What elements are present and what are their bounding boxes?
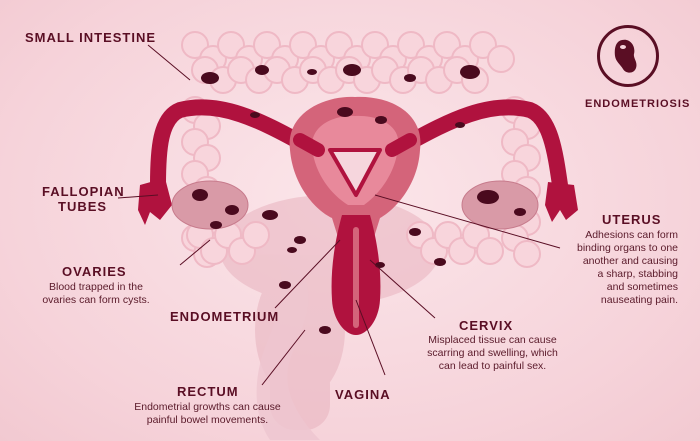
lesion <box>307 69 317 75</box>
lesion <box>262 210 278 220</box>
leader-lines <box>117 44 561 386</box>
lesion <box>287 247 297 253</box>
tube-connectors <box>293 133 417 157</box>
intestine-loop <box>487 45 515 73</box>
endometrium-cavity <box>328 148 382 197</box>
lesion <box>279 281 291 289</box>
lesion <box>455 122 465 128</box>
lesion <box>210 221 222 229</box>
lesion <box>192 189 208 201</box>
lesion <box>460 65 480 79</box>
intestine-loop <box>242 221 270 249</box>
small-intestine-label: SMALL INTESTINE <box>25 30 157 45</box>
lesion <box>409 228 421 236</box>
rectum-label: RECTUM <box>177 384 239 399</box>
lesion <box>477 190 499 204</box>
lesion-icon <box>614 39 637 73</box>
ovaries-description: Blood trapped in the ovaries can form cy… <box>42 281 150 306</box>
rectum-shape <box>256 270 320 440</box>
fallopian-tubes-label-line2: TUBES <box>58 199 108 214</box>
endometriosis-label: ENDOMETRIOSIS <box>585 98 691 110</box>
uterus-description: Adhesions can form binding organs to one… <box>577 229 678 306</box>
lesion <box>225 205 239 215</box>
endometrium-label: ENDOMETRIUM <box>170 309 280 324</box>
lesion <box>201 72 219 84</box>
lesion <box>404 74 416 82</box>
lesion <box>343 64 361 76</box>
fimbriae <box>138 178 578 225</box>
lesion <box>250 112 260 118</box>
intestine-loop <box>513 240 541 268</box>
lesion <box>375 262 385 268</box>
rectum-description: Endometrial growths can cause painful bo… <box>134 401 281 426</box>
lesion <box>337 107 353 117</box>
lesion <box>319 326 331 334</box>
ovaries-label: OVARIES <box>62 264 127 279</box>
lesion <box>434 258 446 266</box>
vagina-label: VAGINA <box>335 387 391 402</box>
fallopian-tubes-label-line1: FALLOPIAN <box>42 184 125 199</box>
endometriosis-icon <box>597 25 659 87</box>
endometriosis-lesions <box>192 64 526 334</box>
lesion <box>255 65 269 75</box>
lesion <box>375 116 387 124</box>
lesion <box>294 236 306 244</box>
cervix-description: Misplaced tissue can cause scarring and … <box>427 334 558 372</box>
cervix-label: CERVIX <box>459 318 514 333</box>
intestine-loop <box>476 237 504 265</box>
uterus-label: UTERUS <box>602 212 662 227</box>
lesion <box>514 208 526 216</box>
fallopian-tubes <box>150 99 568 193</box>
